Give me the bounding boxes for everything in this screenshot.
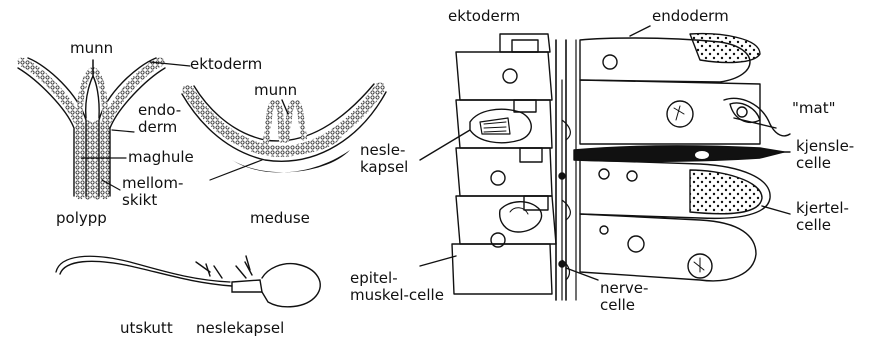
mat-particle [724,98,790,136]
label-meduse-munn: munn [254,82,297,99]
kjensle-celle [574,146,784,161]
label-polypp: polypp [56,210,107,227]
label-meduse: meduse [250,210,310,227]
label-neslekapsel-bottom: neslekapsel [196,320,284,337]
tissue-section-diagram [420,26,790,300]
label-nervecelle: nerve- celle [600,280,648,314]
label-neslekapsel-side: nesle- kapsel [360,142,408,176]
label-polyp-ektoderm: ektoderm [190,56,262,73]
label-endoderm-top: endoderm [652,8,729,25]
label-mat: "mat" [792,100,835,117]
label-ektoderm-top: ektoderm [448,8,520,25]
label-kjertelcelle: kjertel- celle [796,200,849,234]
label-maghule: maghule [128,149,194,166]
label-utskutt: utskutt [120,320,173,337]
label-endoderm-left: endo- derm [138,102,181,136]
kjertel-celle-top [690,34,760,63]
label-polyp-munn: munn [70,40,113,57]
neslekapsel-diagram [56,256,320,307]
label-kjenslecelle: kjensle- celle [796,138,854,172]
label-mellomskikt: mellom- skikt [122,175,183,209]
neslekapsel-cell [470,109,531,143]
epitel-muskel-celle-top [456,52,552,100]
label-epitelmuskelcelle: epitel- muskel-celle [350,270,444,304]
